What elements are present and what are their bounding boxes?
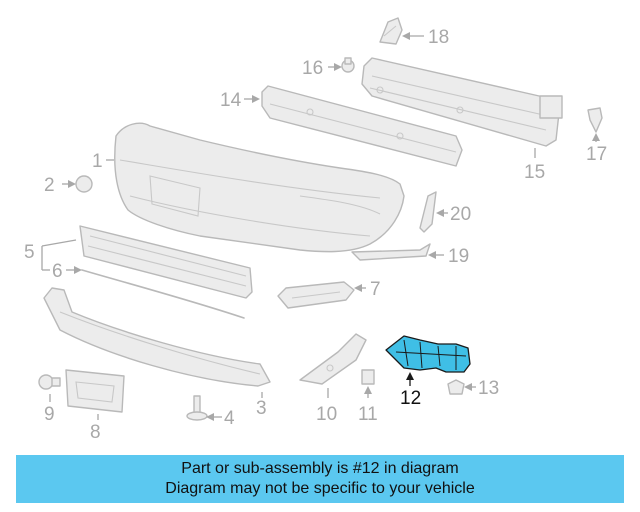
callout-4: 4 [224,408,235,429]
part-15-reinforcement [361,57,563,147]
callout-20: 20 [450,204,471,225]
callout-11: 11 [358,404,378,425]
part-17-clip [587,107,603,133]
part-10-side-bracket [299,333,367,385]
callout-1: 1 [92,151,103,172]
callout-14: 14 [220,90,242,111]
part-16-bolt [341,57,355,73]
part-19-molding [351,243,431,261]
callout-6: 6 [52,261,63,282]
part-6-strip [81,269,245,319]
part-5-grille [79,225,253,299]
callout-12: 12 [400,388,421,409]
callout-2: 2 [44,175,55,196]
parts-diagram: 18 16 15 17 14 1 [24,17,607,443]
part-11-clip [361,369,375,385]
part-12-support-bracket [385,335,471,373]
callout-10: 10 [316,404,337,425]
part-7-lamp-cover [277,281,355,309]
banner-line-1: Part or sub-assembly is #12 in diagram [181,460,459,477]
info-banner: Part or sub-assembly is #12 in diagram D… [16,455,624,503]
callout-17: 17 [586,144,607,165]
part-3-spoiler [43,287,271,387]
callout-19: 19 [448,246,469,267]
banner-line-2: Diagram may not be specific to your vehi… [165,480,475,497]
part-2-cap [75,175,93,193]
part-1-bumper-cover [114,122,405,253]
part-4-screw [186,395,208,421]
callout-18: 18 [428,27,449,48]
callout-15: 15 [524,162,545,183]
part-14-absorber [261,85,463,167]
part-20-trim [419,191,437,233]
part-13-nut [447,379,465,395]
callout-5: 5 [24,242,35,263]
part-18-bracket [379,17,403,45]
part-8-plate-bracket [65,369,125,413]
callout-8: 8 [90,422,101,443]
callout-13: 13 [478,378,499,399]
callout-9: 9 [44,404,55,425]
callout-3: 3 [256,398,267,419]
callout-16: 16 [302,58,323,79]
callout-7: 7 [370,279,381,300]
part-9-nut [38,374,61,390]
